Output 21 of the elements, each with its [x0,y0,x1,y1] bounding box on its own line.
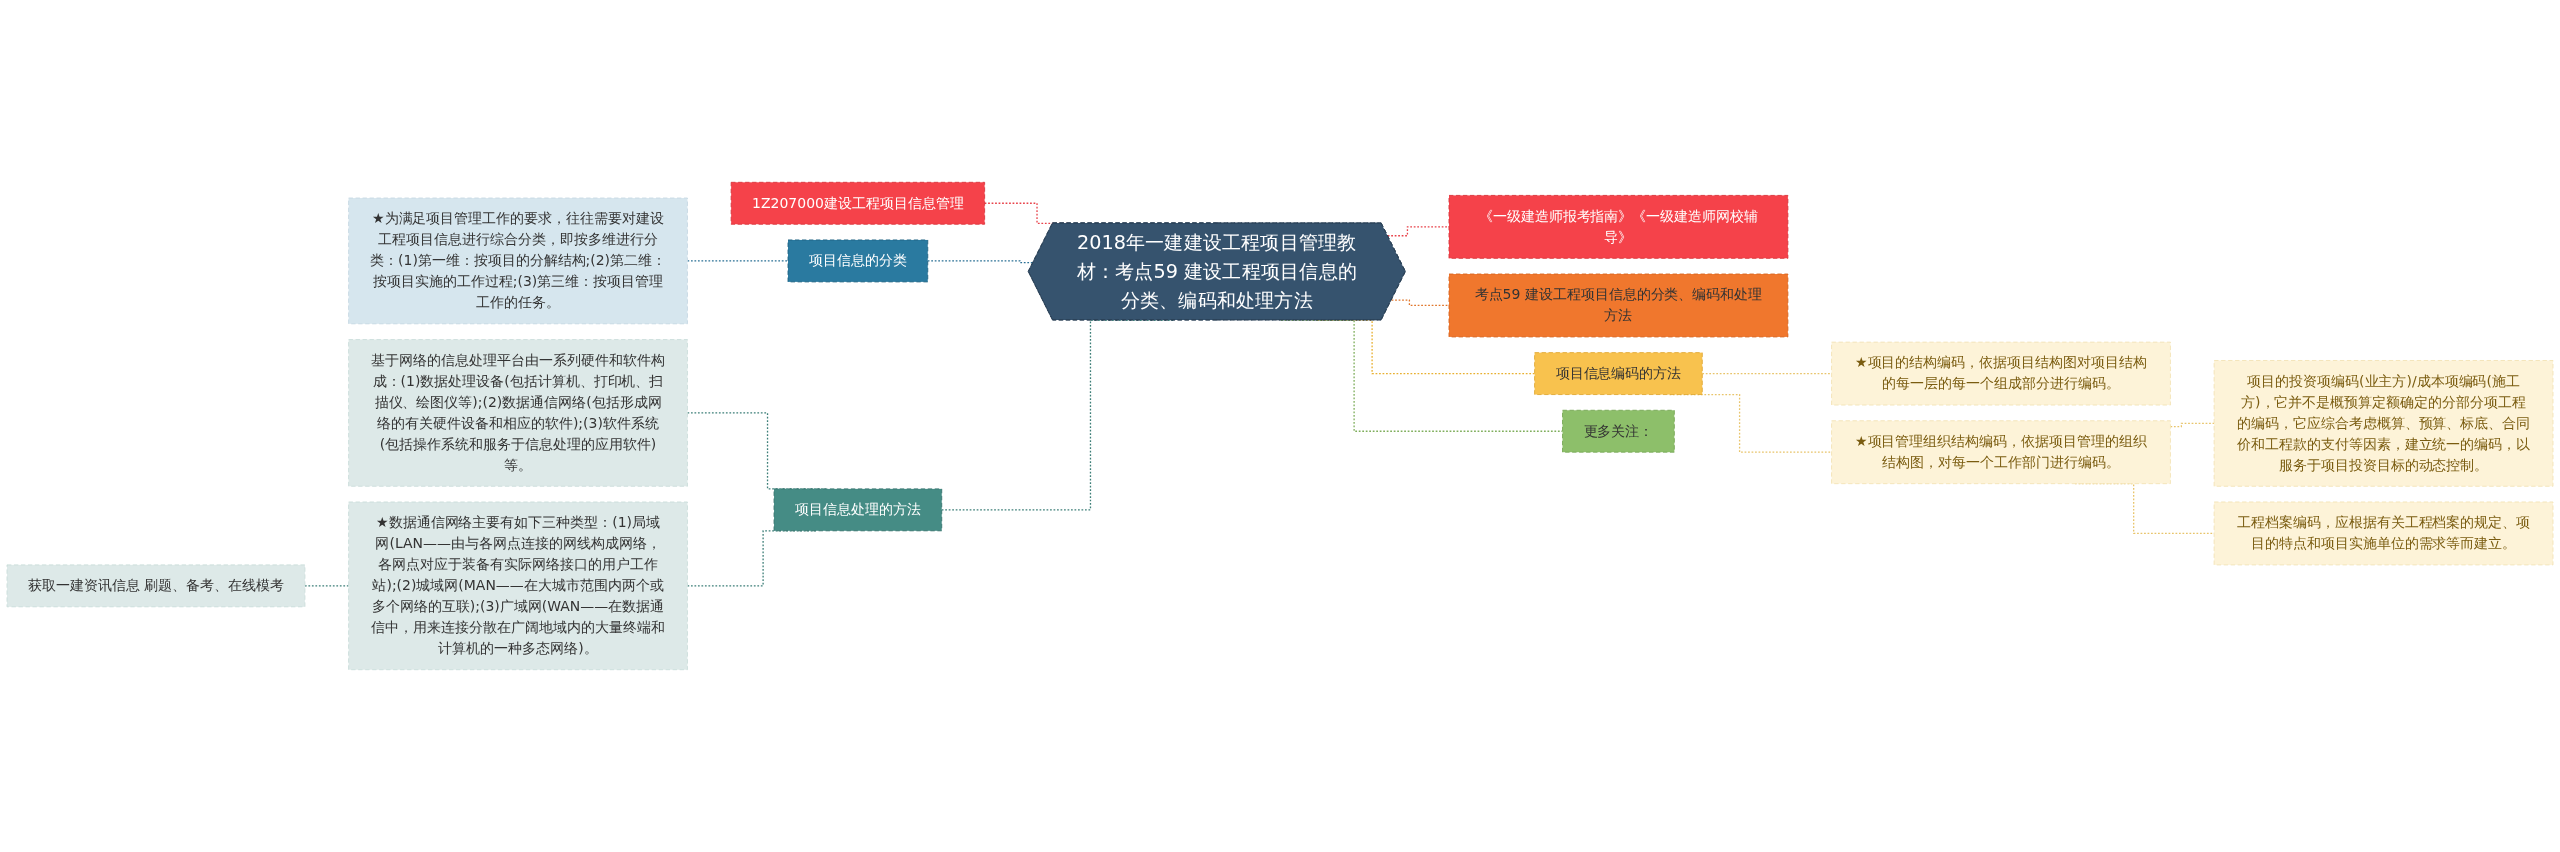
node-box: 1Z207000建设工程项目信息管理 [730,181,986,225]
connector [1387,226,1450,237]
node-box: 《一级建造师报考指南》《一级建造师网校辅导》 [1448,194,1789,259]
node-box: 工程档案编码，应根据有关工程档案的规定、项目的特点和项目实施单位的需求等而建立。 [2213,501,2554,566]
connector [1701,372,1833,375]
node-box: ★项目管理组织结构编码，依据项目管理的组织结构图，对每一个工作部门进行编码。 [1831,420,2171,485]
node-box: 项目信息处理的方法 [773,488,943,532]
node-box: 项目的投资项编码(业主方)/成本项编码(施工方)，它并不是概预算定额确定的分部分项工程的编码，它应综合考虑概算、预算、标底、合同价和工程款的支付等因素，建立统一的编码，以服务于项目投资目标的动态控制。 [2213,360,2554,487]
node-box: 项目信息的分类 [787,239,929,283]
node-box: ★项目的结构编码，依据项目结构图对项目结构的每一层的每一个组成部分进行编码。 [1831,341,2171,406]
node-box: 考点59 建设工程项目信息的分类、编码和处理方法 [1448,273,1789,338]
connector [304,585,350,587]
node-box: 项目信息编码的方法 [1534,352,1703,395]
node-box: ★为满足项目管理工作的要求，往往需要对建设工程项目信息进行综合分类，即按多维进行分类：(1)第一维：按项目的分解结构;(2)第二维：按项目实施的工作过程;(3)第三维：按项目管理工作的任务。 [348,197,688,325]
connector [927,260,1034,264]
node-box: 更多关注： [1562,409,1675,453]
node-box: ★数据通信网络主要有如下三种类型：(1)局域网(LAN——由与各网点连接的网线构成网络，各网点对应于装备有实际网络接口的用户工作站);(2)城域网(MAN——在大城市范围内两个或多个网络的互联);(3)广域网(WAN——在数据通信中，用来连接分散在广阔地域内的大量终端和计算机的一种多态网络)。 [348,501,688,671]
connector [686,260,789,262]
connector [1391,299,1450,307]
node-box: 获取一建资讯信息 刷题、备考、在线模考 [6,564,306,608]
node-box: 基于网络的信息处理平台由一系列硬件和软件构成：(1)数据处理设备(包括计算机、打印机、扫描仪、绘图仪等);(2)数据通信网络(包括形成网络的有关硬件设备和相应的软件);(3)软件系统(包括操作系统和服务于信息处理的应用软件)等。 [348,339,688,487]
